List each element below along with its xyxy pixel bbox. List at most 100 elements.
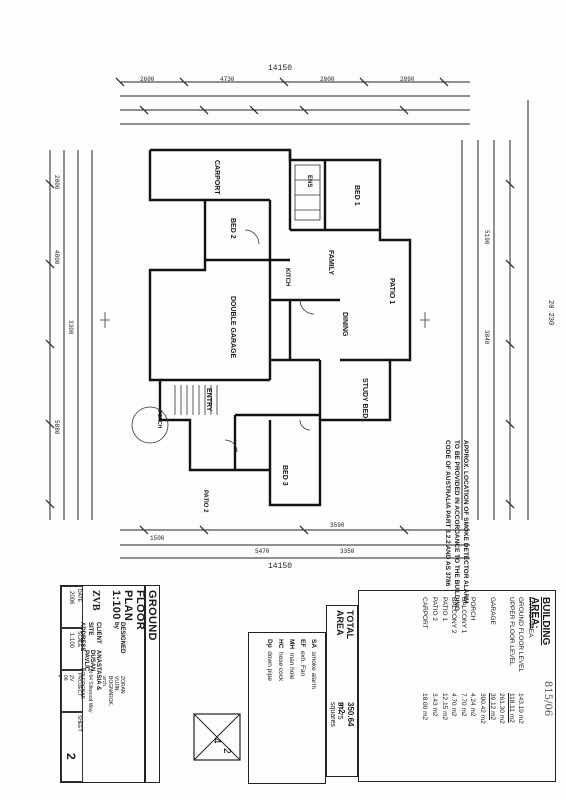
title-block: DATE 2006 SCALE 1:100 PROJECT ZV 06 P SH… <box>56 585 146 783</box>
area-row-label: PATIO 2 <box>431 597 439 621</box>
title-project-cell: PROJECT ZV 06 P <box>56 670 83 712</box>
area-row: UPPER FLOOR LEVEL 118.11 m2 <box>506 597 516 724</box>
title-date-cell: DATE 2006 <box>61 586 83 628</box>
area-row-value: 39.12 m2 <box>488 693 496 721</box>
legend-box: SA smoke alarm EF exh. Fan MH man hole H… <box>248 632 326 784</box>
area-row-value: 143.19 m2 <box>517 693 525 724</box>
north-symbol: 4 2 <box>193 713 241 761</box>
area-row: BALCONY 1 7.70 m2 <box>458 597 468 724</box>
area-row: PATIO 23.43 m2 <box>429 597 439 724</box>
legend-symbol: Dp <box>266 639 273 648</box>
dim-bottom-3: 5470 <box>255 548 270 555</box>
area-row-value: 4.24 m2 <box>469 693 477 717</box>
site-value: Lot 64 Silkwood Way <box>87 666 93 713</box>
designer-name: ZORAN VUJIN BOGNAROK, arch. <box>101 676 125 707</box>
title-sheet-cell: SHEET 2 <box>61 712 83 782</box>
total-area-squares: 37.75 squares <box>329 702 343 727</box>
dim-top-2: 4730 <box>220 76 235 83</box>
legend-symbol: MH <box>288 639 295 650</box>
area-row-value: 12.15 m2 <box>440 693 448 721</box>
legend-text: exh. Fan <box>299 650 306 677</box>
area-row-label: BALCONY 1 <box>459 597 467 634</box>
smoke-note-line-2: TO BE PROVIDED IN ACCORDANCE TO THE BUIL… <box>453 440 460 612</box>
room-patio2: PATIO 2 <box>202 490 208 513</box>
area-row-label: LIVING AREA <box>527 597 534 638</box>
dim-right-2: 3840 <box>483 330 490 345</box>
logo: ZVB <box>90 590 101 611</box>
room-family: FAMILY <box>327 250 334 276</box>
total-area-label: TOTAL AREA <box>335 610 355 639</box>
client-label: CLIENT <box>95 622 101 644</box>
room-kitchen: KITCH <box>284 268 290 287</box>
address-label: ADDRESS <box>79 622 85 652</box>
area-row-label: BALCONY 2 <box>450 597 458 634</box>
area-row-value: 18.00 m2 <box>421 693 429 721</box>
room-patio1: PATIO 1 <box>388 278 395 305</box>
area-row-label: GARAGE <box>488 597 496 625</box>
area-row-label: PATIO 1 <box>440 597 448 621</box>
area-row: LIVING AREA <box>525 597 535 724</box>
area-row-label: UPPER FLOOR LEVEL <box>507 597 515 666</box>
legend-text: down pipe <box>266 651 273 681</box>
dim-top-1: 2600 <box>140 76 155 83</box>
room-bed3: BED 3 <box>281 465 288 486</box>
dim-right-3: 20 230 <box>546 300 554 326</box>
sheet-value: 2 <box>64 753 78 760</box>
dim-top-3: 2800 <box>320 76 335 83</box>
area-row-value: 118.11 m2 <box>507 693 515 723</box>
dim-bottom-4: 3350 <box>340 548 355 555</box>
dim-top-4: 2890 <box>400 76 415 83</box>
legend-item: EF exh. Fan <box>297 639 308 689</box>
room-bed2: BED 2 <box>229 218 236 239</box>
smoke-note-line-3: CODE OF AUSTRALIA PART 3.2.2 AND AS 3786 <box>444 440 451 587</box>
area-row: GARAGE 39.12 m2 <box>487 597 497 724</box>
area-row-label: GROUND FLOOR LEVEL <box>517 597 525 673</box>
legend-symbol: EF <box>299 639 306 648</box>
svg-text:2: 2 <box>221 748 232 754</box>
legend-symbol: HC <box>277 639 284 649</box>
site-label: SITE <box>87 622 93 636</box>
room-entry: ENTRY <box>205 388 212 412</box>
legend-item: MH man hole <box>286 639 297 689</box>
dim-bottom-2: 3590 <box>330 522 345 529</box>
room-dining: DINING <box>341 312 348 337</box>
room-garage: DOUBLE GARAGE <box>229 296 236 359</box>
plan-title-box: GROUND FLOOR PLAN 1:100 <box>110 585 160 783</box>
svg-text:4: 4 <box>211 738 222 744</box>
area-row: GROUND FLOOR LEVEL 143.19 m2 <box>516 597 526 724</box>
date-label: DATE <box>76 589 82 602</box>
plan-title: GROUND FLOOR PLAN 1:100 <box>110 590 158 641</box>
dim-left-1: 2800 <box>53 175 60 190</box>
sheet-label: SHEET <box>76 715 82 732</box>
room-bed1: BED 1 <box>353 185 360 206</box>
area-row: 261.30 m2 <box>497 597 507 724</box>
legend-item: HC hose cock <box>275 639 286 689</box>
scale-value: 1:100 <box>68 633 74 649</box>
area-row: 300.42 m2 <box>477 597 487 724</box>
area-rows: LIVING AREA GROUND FLOOR LEVEL143.19 m2 … <box>420 597 535 724</box>
area-row-label: CARPORT <box>421 597 429 629</box>
room-porch: PORCH <box>156 410 162 429</box>
legend-list: SA smoke alarm EF exh. Fan MH man hole H… <box>264 639 319 689</box>
title-scale-cell: SCALE 1:100 <box>61 628 83 670</box>
building-area-box: BUILDING AREA: 815/06 LIVING AREA GROUND… <box>358 590 556 782</box>
area-row-value: 7.70 m2 <box>459 693 467 717</box>
area-row-value: 261.30 m2 <box>498 693 506 724</box>
dim-overall-bottom: 14150 <box>268 562 293 571</box>
area-row: PORCH 4.24 m2 <box>468 597 478 724</box>
legend-text: hose cock <box>277 652 284 682</box>
legend-text: man hole <box>288 652 295 680</box>
building-area-handwritten: 815/06 <box>542 681 553 717</box>
legend-symbol: SA <box>310 639 317 649</box>
area-row: PATIO 1 12.15 m2 <box>439 597 449 724</box>
smoke-detector-note: APPROX. LOCATION OF SMOKE DETECTOR ALARM… <box>443 440 470 611</box>
date-value: 2006 <box>68 591 74 605</box>
area-row-label: PORCH <box>469 597 477 621</box>
smoke-note-line-1: APPROX. LOCATION OF SMOKE DETECTOR ALARM <box>462 440 469 604</box>
dim-left-3: 5880 <box>53 420 60 435</box>
dim-overall-top: 14150 <box>268 64 293 73</box>
address-value: BOLERGNAK <box>79 668 85 700</box>
dim-left-4: 3300 <box>67 320 74 335</box>
